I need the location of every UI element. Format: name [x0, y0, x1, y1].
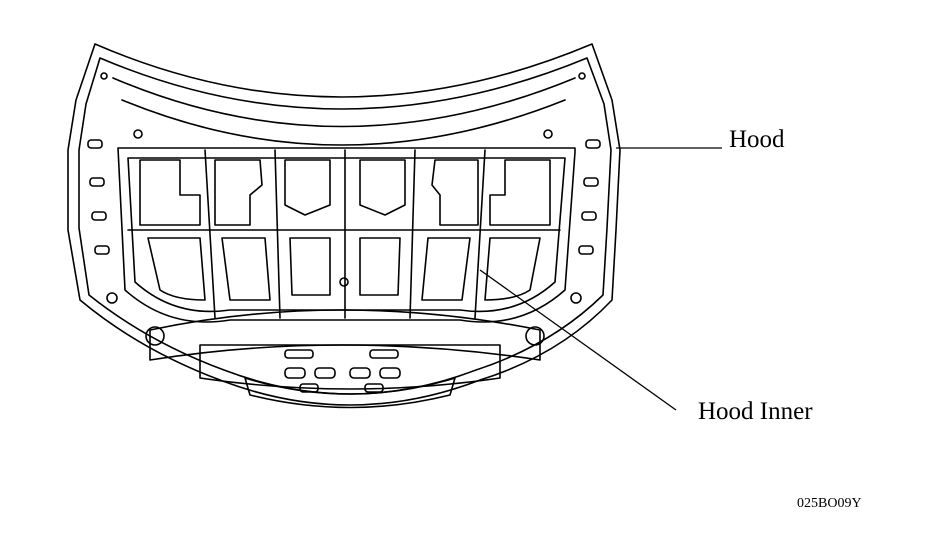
- hood-outer-inner-edge: [78, 57, 612, 395]
- lower-rail: [149, 309, 541, 361]
- side-slots: [87, 139, 601, 255]
- upper-panels: [139, 159, 551, 226]
- vertical-ribs: [127, 149, 561, 319]
- inner-frame: [117, 147, 576, 323]
- hood-inner-leader-line: [479, 269, 677, 411]
- inner-frame-2: [127, 157, 566, 313]
- lower-lip: [244, 377, 456, 409]
- hood-front-band-2: [121, 99, 566, 146]
- hood-front-band: [112, 77, 576, 128]
- hood-label: Hood: [729, 126, 785, 153]
- hood-inner-label: Hood Inner: [698, 398, 813, 425]
- lower-rail-2: [199, 344, 501, 390]
- figure-code: 025BO09Y: [797, 496, 862, 511]
- bottom-slots: [284, 349, 401, 393]
- lower-panels: [147, 237, 541, 301]
- fastener-holes: [100, 72, 586, 346]
